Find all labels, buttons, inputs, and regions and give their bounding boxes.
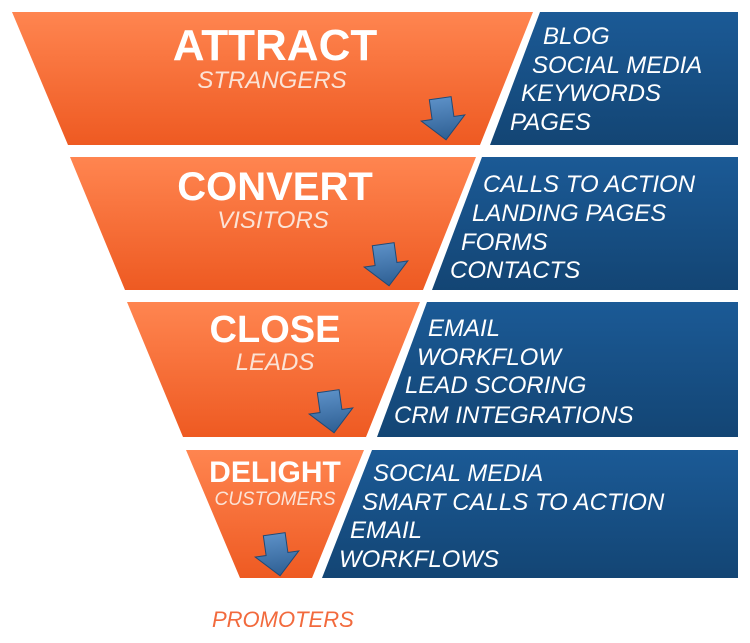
stage-4-tools-panel — [322, 450, 738, 578]
stage-title: CLOSE — [210, 309, 341, 351]
stage-3-tools-panel — [377, 302, 738, 437]
stage-tool-item: WORKFLOWS — [339, 546, 499, 573]
stage-subtitle: STRANGERS — [197, 67, 346, 94]
down-arrow-icon — [253, 532, 300, 577]
stage-title: ATTRACT — [173, 21, 378, 70]
stage-subtitle: CUSTOMERS — [214, 489, 335, 510]
stage-tool-item: SOCIAL MEDIA — [373, 460, 543, 487]
stage-tool-item: BLOG — [543, 23, 610, 50]
stage-tool-item: CONTACTS — [450, 257, 580, 284]
down-arrow-icon — [362, 242, 409, 287]
stage-tool-item: PAGES — [510, 109, 591, 136]
stage-tool-item: FORMS — [461, 229, 548, 256]
promoters-label: PROMOTERS — [212, 607, 354, 632]
stage-tool-item: CALLS TO ACTION — [483, 171, 696, 198]
stage-tool-item: LEAD SCORING — [405, 372, 586, 399]
stage-1-tools-panel — [490, 12, 738, 145]
stage-1-funnel-segment — [12, 12, 533, 145]
stage-tool-item: KEYWORDS — [521, 80, 661, 107]
stage-tool-item: WORKFLOW — [417, 344, 563, 371]
stage-tool-item: LANDING PAGES — [472, 200, 666, 227]
stage-subtitle: LEADS — [236, 349, 315, 376]
down-arrow-icon — [419, 96, 466, 141]
stage-tool-item: EMAIL — [350, 517, 422, 544]
stage-tool-item: EMAIL — [428, 315, 500, 342]
stage-2-tools-panel — [432, 157, 738, 290]
stage-tool-item: SOCIAL MEDIA — [532, 52, 702, 79]
stage-title: CONVERT — [177, 165, 373, 209]
down-arrow-icon — [307, 389, 354, 434]
stage-tool-item: SMART CALLS TO ACTION — [362, 489, 665, 516]
stage-tool-item: CRM INTEGRATIONS — [394, 402, 634, 429]
stage-4-funnel-segment — [186, 450, 364, 578]
stage-subtitle: VISITORS — [217, 207, 329, 234]
stage-3-funnel-segment — [127, 302, 420, 437]
stage-title: DELIGHT — [209, 456, 341, 489]
